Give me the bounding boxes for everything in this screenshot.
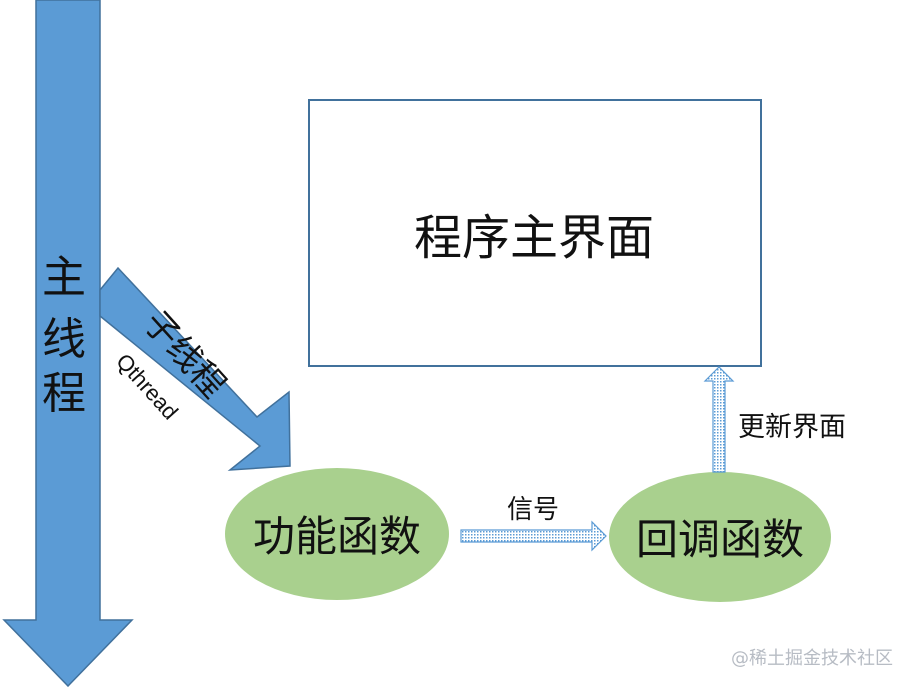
main-window-label: 程序主界面 <box>414 210 654 266</box>
watermark-text: @稀土掘金技术社区 <box>731 648 893 669</box>
main-window-box <box>308 99 762 367</box>
main-thread-label-char-1: 主 <box>42 252 86 303</box>
callback-node-label: 回调函数 <box>636 515 804 564</box>
signal-arrow <box>460 520 607 552</box>
callback-node <box>609 472 831 602</box>
sub-thread-arrow <box>99 266 291 471</box>
main-thread-arrow <box>2 0 134 687</box>
main-thread-label-char-3: 程 <box>42 368 86 419</box>
update-ui-arrow-label: 更新界面 <box>738 412 846 443</box>
function-node <box>225 468 449 600</box>
update-ui-arrow <box>703 366 735 473</box>
signal-arrow-label: 信号 <box>507 495 559 525</box>
function-node-label: 功能函数 <box>253 512 421 561</box>
main-thread-label-char-2: 线 <box>42 314 86 365</box>
